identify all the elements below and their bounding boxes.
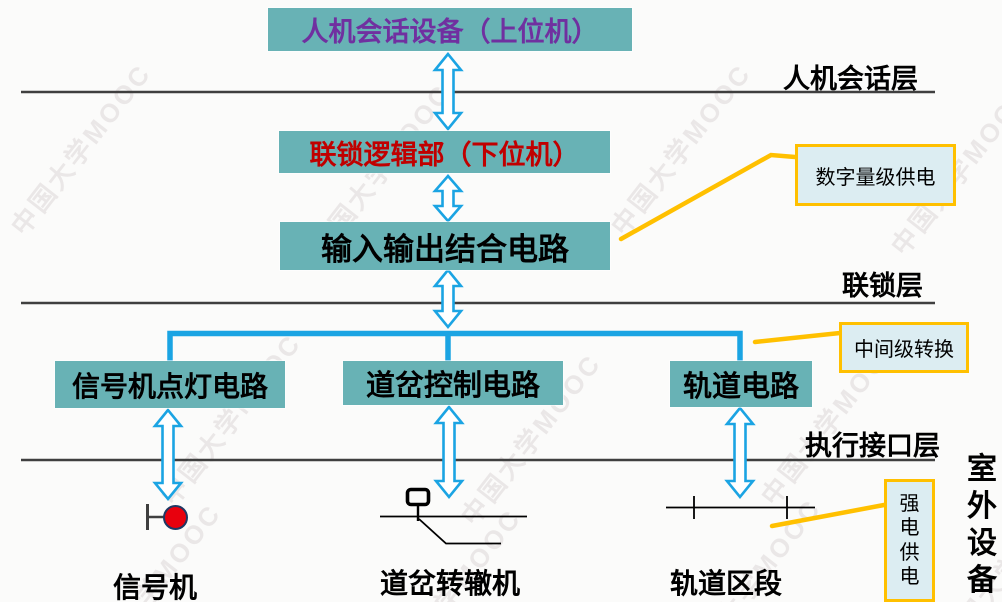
signal-lamp-icon (163, 505, 188, 530)
track-circuit-box: 轨道电路 (670, 361, 812, 407)
digital-power-callout: 数字量级供电 (795, 144, 956, 206)
double-arrow-switch (433, 404, 465, 500)
double-arrow-io-bus (432, 267, 464, 330)
double-arrow-signal (152, 407, 184, 502)
double-arrow-track (724, 405, 756, 500)
interlock-logic-box: 联锁逻辑部（下位机） (279, 131, 610, 173)
hmi-layer-label: 人机会话层 (783, 64, 918, 94)
strong-power-callout: 强电供电 (884, 479, 935, 602)
outdoor-equipment-label: 室外设备 (967, 453, 997, 597)
interlock-layer-label: 联锁层 (842, 271, 923, 301)
digital-power-connector (618, 152, 798, 242)
switch-machine-symbol (380, 487, 527, 545)
io-circuit-box: 输入输出结合电路 (280, 222, 610, 270)
signal-label: 信号机 (113, 572, 198, 602)
distribution-bus-line (167, 330, 743, 361)
switch-motor-icon (405, 487, 431, 507)
hmi-device-box: 人机会话设备（上位机） (268, 8, 632, 51)
strong-power-connector (769, 502, 887, 529)
track-section-symbol (666, 496, 815, 519)
signal-lighting-circuit-box: 信号机点灯电路 (55, 361, 285, 408)
switch-machine-label: 道岔转辙机 (380, 568, 521, 599)
switch-branch-track (418, 518, 501, 545)
signal-symbol (146, 504, 188, 530)
exec-interface-layer-label: 执行接口层 (805, 431, 940, 461)
track-section-label: 轨道区段 (670, 568, 783, 599)
double-arrow-hmi-logic (432, 51, 464, 132)
switch-control-circuit-box: 道岔控制电路 (343, 361, 563, 405)
double-arrow-logic-io (432, 174, 464, 223)
intermediate-conversion-callout: 中间级转换 (839, 322, 969, 373)
intermediate-connector (752, 330, 843, 345)
